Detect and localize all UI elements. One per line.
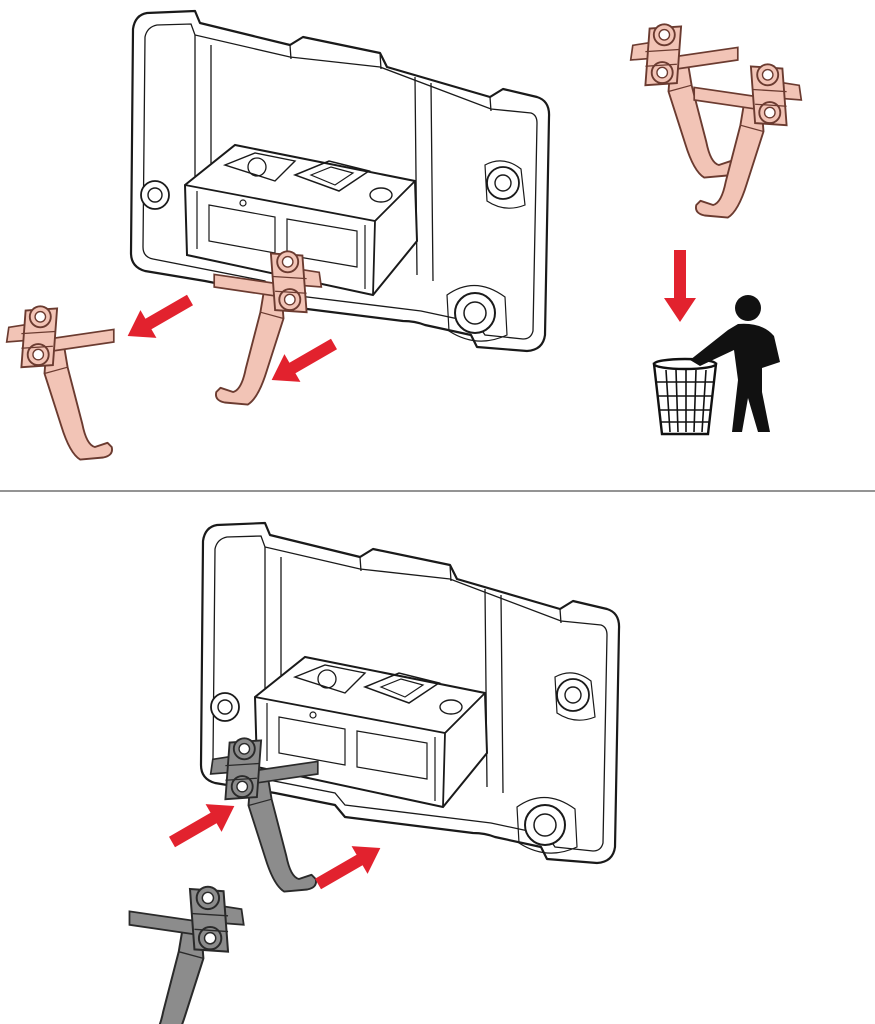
- step-install-new-hooks: [128, 521, 621, 1024]
- step-discard-old-hooks: [629, 23, 803, 436]
- new-hook-loose: [128, 885, 245, 1024]
- trash-bin-icon: [652, 357, 718, 436]
- removed-old-hook: [5, 305, 115, 461]
- remove-arrow-left: [119, 286, 198, 350]
- step-remove-old-hooks: [5, 9, 551, 461]
- insert-arrow-right: [310, 834, 389, 898]
- insert-arrow-left: [164, 792, 243, 856]
- mounting-plate: [129, 9, 551, 353]
- discard-arrow-down: [664, 250, 696, 322]
- person-discarding-icon: [690, 295, 780, 432]
- old-hook-pair-right: [693, 63, 803, 219]
